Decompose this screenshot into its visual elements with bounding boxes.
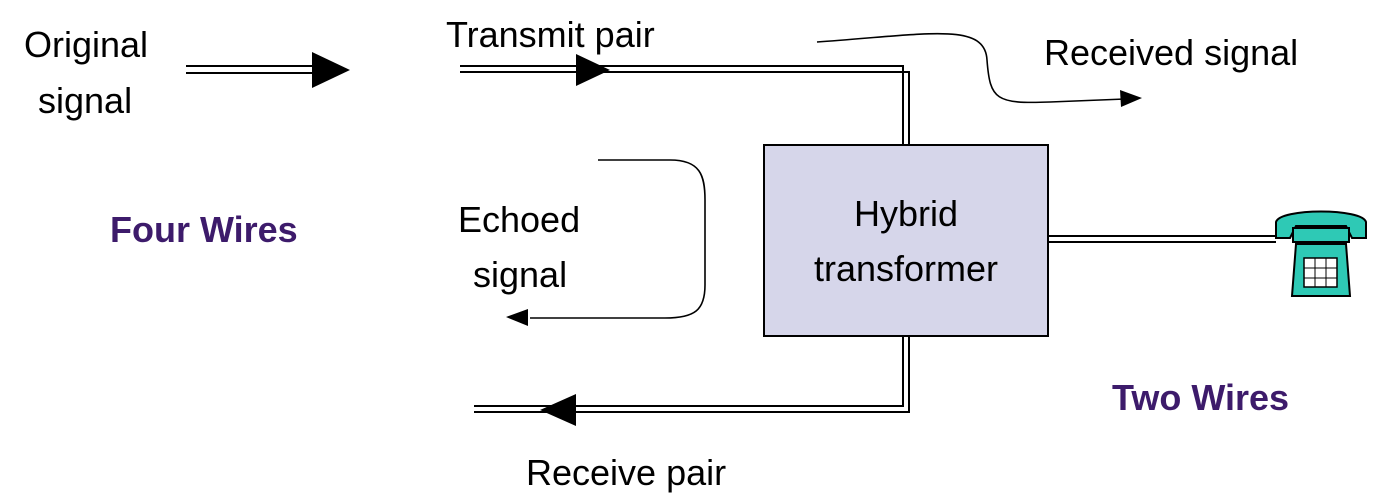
echoed-signal-arrow — [506, 159, 706, 326]
four-wires-label: Four Wires — [110, 209, 298, 250]
telephone-icon — [1275, 210, 1367, 297]
original-signal-label-line1: Original — [24, 24, 148, 65]
hybrid-transformer-label-line1: Hybrid — [854, 193, 958, 234]
two-wire-line — [1048, 235, 1276, 243]
echoed-signal-label-line1: Echoed — [458, 199, 580, 240]
original-signal-label-line2: signal — [38, 80, 132, 121]
two-wires-label: Two Wires — [1112, 377, 1289, 418]
original-signal-arrow — [186, 52, 350, 88]
hybrid-transformer-label-line2: transformer — [814, 248, 998, 289]
transmit-pair-wire — [460, 54, 910, 145]
transmit-pair-label: Transmit pair — [446, 14, 655, 55]
echoed-signal-label-line2: signal — [473, 254, 567, 295]
receive-pair-wire — [474, 336, 910, 426]
received-signal-label: Received signal — [1044, 32, 1298, 73]
received-signal-arrow — [816, 32, 1142, 107]
hybrid-transformer-box — [763, 144, 1049, 337]
receive-pair-label: Receive pair — [526, 452, 726, 493]
